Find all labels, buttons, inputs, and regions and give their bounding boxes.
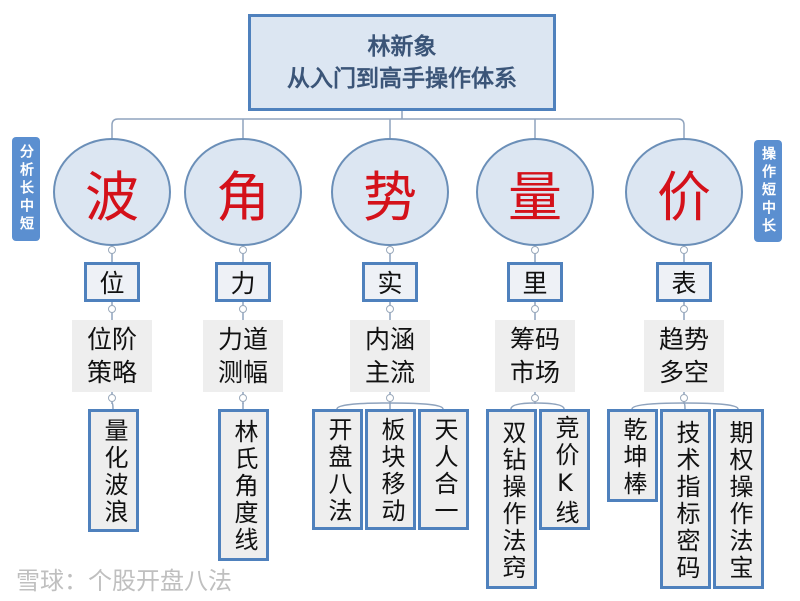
level3-text-line: 测幅 bbox=[217, 358, 268, 387]
level4-leaf-node: 开盘八法 bbox=[312, 409, 363, 530]
level3-text-line: 力道 bbox=[217, 325, 268, 354]
side-label-left: 分析长中短 bbox=[12, 137, 40, 241]
level2-node: 力 bbox=[215, 262, 271, 302]
collapse-toggle-icon[interactable] bbox=[108, 394, 116, 402]
side-label-right: 操作短中长 bbox=[754, 140, 782, 242]
leaf-connector bbox=[534, 402, 565, 410]
collapse-toggle-icon[interactable] bbox=[239, 305, 247, 313]
collapse-toggle-icon[interactable] bbox=[386, 246, 394, 254]
collapse-toggle-icon[interactable] bbox=[239, 246, 247, 254]
collapse-toggle-icon[interactable] bbox=[239, 394, 247, 402]
root-title-node: 林新象 从入门到高手操作体系 bbox=[248, 14, 556, 111]
collapse-toggle-icon[interactable] bbox=[386, 394, 394, 402]
level4-leaf-node: 乾坤棒 bbox=[607, 409, 658, 502]
level3-text-line: 趋势 bbox=[658, 325, 709, 354]
level4-leaf-node: 林氏角度线 bbox=[218, 409, 269, 561]
main-node-circle: 角 bbox=[184, 138, 302, 246]
collapse-toggle-icon[interactable] bbox=[108, 246, 116, 254]
level4-leaf-node: 板块移动 bbox=[365, 409, 416, 530]
leaf-connector bbox=[631, 402, 685, 410]
level4-leaf-node: 双钻操作法窍 bbox=[486, 409, 537, 589]
level3-text-line: 主流 bbox=[364, 358, 415, 387]
level2-node: 表 bbox=[656, 262, 712, 302]
main-node-circle: 价 bbox=[625, 138, 743, 246]
main-node-circle: 势 bbox=[331, 138, 449, 246]
title-line-2: 从入门到高手操作体系 bbox=[287, 65, 517, 92]
collapse-toggle-icon[interactable] bbox=[680, 394, 688, 402]
level4-leaf-node: 竞价K线 bbox=[539, 409, 590, 530]
level3-text-line: 市场 bbox=[509, 358, 560, 387]
level4-leaf-node: 天人合一 bbox=[418, 409, 469, 530]
watermark: 雪球：个股开盘八法 bbox=[16, 567, 232, 595]
leaf-connector bbox=[111, 402, 114, 410]
collapse-toggle-icon[interactable] bbox=[108, 305, 116, 313]
leaf-connector bbox=[683, 402, 739, 410]
level3-node: 内涵主流 bbox=[350, 320, 430, 392]
level3-node: 力道测幅 bbox=[203, 320, 283, 392]
level2-node: 位 bbox=[84, 262, 140, 302]
level3-text-line: 位阶 bbox=[86, 325, 137, 354]
level3-text-line: 内涵 bbox=[364, 325, 415, 354]
collapse-toggle-icon[interactable] bbox=[531, 394, 539, 402]
level4-leaf-node: 技术指标密码 bbox=[660, 409, 711, 589]
main-node-circle: 波 bbox=[53, 138, 171, 246]
level4-leaf-node: 量化波浪 bbox=[88, 409, 139, 532]
level2-node: 实 bbox=[362, 262, 418, 302]
collapse-toggle-icon[interactable] bbox=[680, 246, 688, 254]
title-line-1: 林新象 bbox=[367, 33, 437, 60]
level3-node: 趋势多空 bbox=[644, 320, 724, 392]
level3-text-line: 筹码 bbox=[509, 325, 560, 354]
collapse-toggle-icon[interactable] bbox=[680, 305, 688, 313]
level3-text-line: 策略 bbox=[86, 358, 137, 387]
branch-bar bbox=[111, 118, 685, 138]
leaf-connector bbox=[389, 402, 444, 410]
level2-node: 里 bbox=[507, 262, 563, 302]
level3-text-line: 多空 bbox=[658, 358, 709, 387]
level3-node: 位阶策略 bbox=[72, 320, 152, 392]
level3-node: 筹码市场 bbox=[495, 320, 575, 392]
leaf-connector bbox=[336, 402, 391, 410]
collapse-toggle-icon[interactable] bbox=[531, 246, 539, 254]
collapse-toggle-icon[interactable] bbox=[531, 305, 539, 313]
collapse-toggle-icon[interactable] bbox=[386, 305, 394, 313]
leaf-connector bbox=[510, 402, 536, 410]
main-node-circle: 量 bbox=[476, 138, 594, 246]
level4-leaf-node: 期权操作法宝 bbox=[713, 409, 764, 589]
